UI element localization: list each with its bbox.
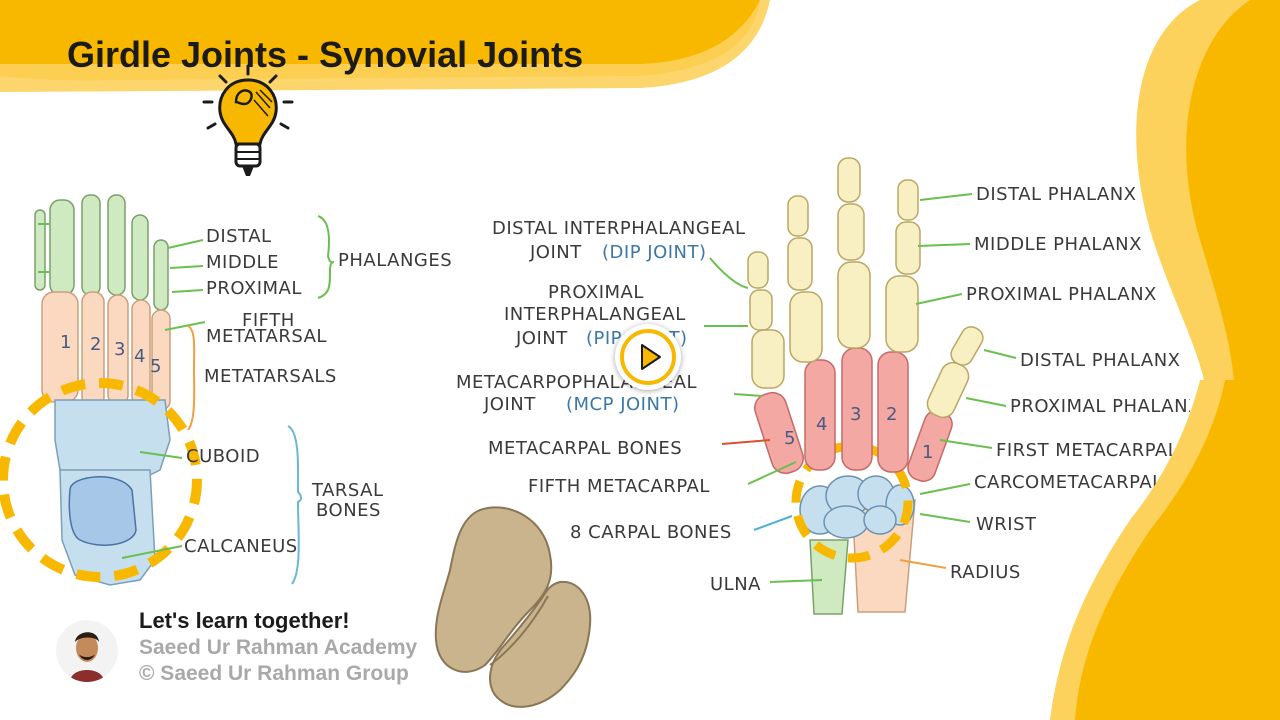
label-ulna: ULNA: [710, 574, 761, 595]
metacarpal-number: 4: [816, 414, 827, 435]
metacarpal-number: 5: [784, 428, 795, 449]
metatarsal-number: 1: [60, 332, 71, 353]
label-tarsal: TARSAL: [311, 480, 384, 501]
brand-tagline: Let's learn together!: [139, 608, 350, 633]
label-radius: RADIUS: [950, 562, 1021, 583]
label-calcaneus: CALCANEUS: [184, 536, 298, 557]
label-dip-joint-2: JOINT: [529, 242, 582, 263]
label-dip-joint: DISTAL INTERPHALANGEAL: [492, 218, 746, 239]
play-icon: [620, 329, 676, 385]
label-thumb-distal-phalanx: DISTAL PHALANX: [1020, 350, 1181, 371]
metacarpal-number: 3: [850, 404, 861, 425]
carpal-bone-illustration: [434, 506, 592, 708]
label-carpal-bones: 8 CARPAL BONES: [570, 522, 732, 543]
label-middle-phalanx: MIDDLE PHALANX: [974, 234, 1142, 255]
play-button[interactable]: [615, 324, 681, 390]
label-carpometacarpal: CARCOMETACARPAL: [974, 472, 1163, 493]
foot-diagram: 1 2 3 4 5 DISTAL MIDDLE PROXIMAL PHALANG…: [0, 194, 452, 586]
label-proximal: PROXIMAL: [206, 278, 302, 299]
label-fifth: FIFTH: [242, 310, 295, 331]
label-mcp-abbr: (MCP JOINT): [566, 394, 679, 415]
label-wrist: WRIST: [976, 514, 1037, 535]
metatarsal-numbers: 1 2 3 4 5: [60, 332, 161, 377]
label-proximal-phalanx: PROXIMAL PHALANX: [966, 284, 1157, 305]
label-distal-phalanx: DISTAL PHALANX: [976, 184, 1137, 205]
label-pip-joint: PROXIMAL: [548, 282, 644, 303]
label-bones: BONES: [316, 500, 381, 521]
label-middle: MIDDLE: [206, 252, 279, 273]
brand-academy: Saeed Ur Rahman Academy: [139, 636, 418, 659]
lightbulb-icon: [202, 64, 294, 176]
label-cuboid: CUBOID: [186, 446, 260, 467]
label-mcp-joint-2: JOINT: [483, 394, 536, 415]
label-metacarpal-bones: METACARPAL BONES: [488, 438, 682, 459]
metacarpal-number: 2: [886, 404, 897, 425]
slide-title: Girdle Joints - Synovial Joints: [67, 34, 584, 76]
label-pip-joint-2: INTERPHALANGEAL: [504, 304, 686, 325]
label-metatarsal: METATARSAL: [206, 326, 327, 347]
label-distal: DISTAL: [206, 226, 272, 247]
brand-copyright: © Saeed Ur Rahman Group: [139, 662, 409, 685]
metacarpal-number: 1: [922, 442, 933, 463]
metatarsal-number: 4: [134, 346, 145, 367]
label-phalanges: PHALANGES: [338, 250, 452, 271]
avatar: [56, 620, 118, 682]
metatarsal-number: 3: [114, 339, 125, 360]
label-metatarsals: METATARSALS: [204, 366, 337, 387]
decorative-wave: [1050, 380, 1280, 720]
label-first-metacarpal: FIRST METACARPAL: [996, 440, 1178, 461]
metacarpal-numbers: 5 4 3 2 1: [784, 404, 933, 463]
metatarsal-number: 2: [90, 334, 101, 355]
hand-diagram: 5 4 3 2 1: [456, 157, 1190, 615]
label-dip-abbr: (DIP JOINT): [602, 242, 707, 263]
metatarsal-number: 5: [150, 356, 161, 377]
label-pip-joint-3: JOINT: [515, 328, 568, 349]
label-fifth-metacarpal: FIFTH METACARPAL: [528, 476, 710, 497]
label-thumb-proximal-phalanx: PROXIMAL PHALANX: [1010, 396, 1190, 417]
